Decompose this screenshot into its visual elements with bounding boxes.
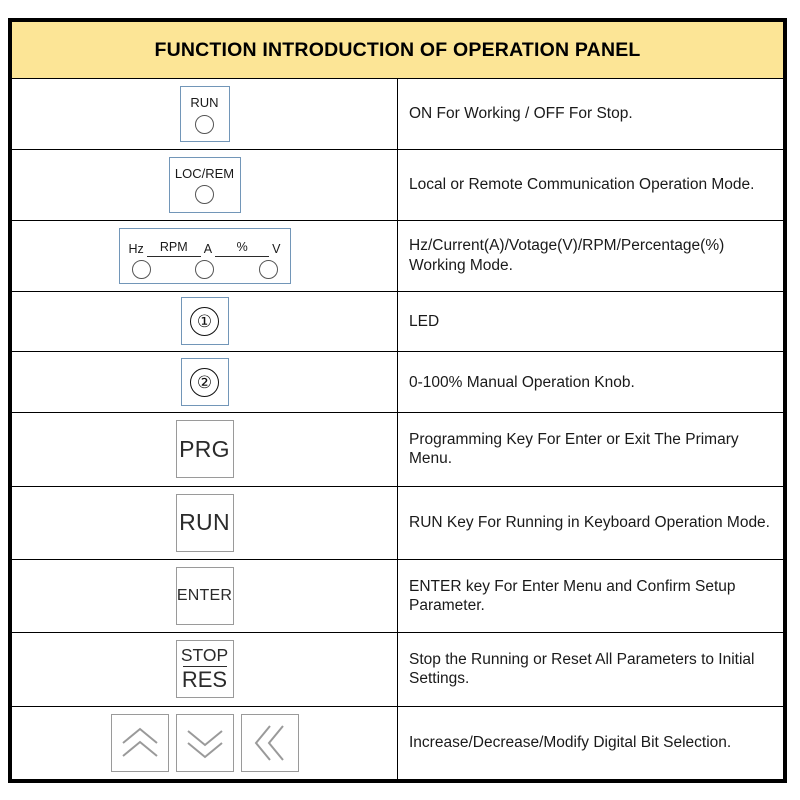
table-row: ② 0-100% Manual Operation Knob. — [11, 351, 784, 414]
description-cell: Local or Remote Communication Operation … — [397, 148, 784, 221]
description-cell: Hz/Current(A)/Votage(V)/RPM/Percentage(%… — [397, 219, 784, 292]
chevron-double-up-icon[interactable] — [110, 713, 169, 772]
led-circle-icon — [131, 259, 151, 279]
callout-1-icon[interactable]: ① — [180, 297, 229, 346]
table-header-row: FUNCTION INTRODUCTION OF OPERATION PANEL — [11, 21, 784, 79]
table-title-cell: FUNCTION INTRODUCTION OF OPERATION PANEL — [11, 21, 784, 79]
description-text: Programming Key For Enter or Exit The Pr… — [409, 431, 739, 468]
description-text: ON For Working / OFF For Stop. — [409, 105, 633, 123]
icon-cell-prg-key: PRG — [11, 412, 398, 487]
segment-rule — [146, 255, 201, 257]
description-cell: ENTER key For Enter Menu and Confirm Set… — [397, 558, 784, 634]
icon-cell-enter-key: ENTER — [11, 558, 398, 634]
table-row: Increase/Decrease/Modify Digital Bit Sel… — [11, 705, 784, 781]
table-row: RUN RUN Key For Running in Keyboard Oper… — [11, 485, 784, 560]
led-circle-icon — [195, 114, 214, 134]
run-key-icon[interactable]: RUN — [175, 493, 234, 552]
led-circle-icon — [195, 259, 214, 279]
caption-rpm: RPM — [159, 240, 188, 255]
page-title: FUNCTION INTRODUCTION OF OPERATION PANEL — [154, 38, 641, 61]
unit-label-hz: Hz — [128, 242, 144, 257]
table-row: ENTER ENTER key For Enter Menu and Confi… — [11, 558, 784, 634]
stop-reset-divider — [182, 666, 227, 668]
unit-mode-indicator-icon[interactable]: Hz RPM A % V — [118, 227, 291, 284]
loc-rem-indicator-label: LOC/REM — [174, 166, 235, 182]
description-cell: Stop the Running or Reset All Parameters… — [397, 632, 784, 707]
run-indicator-label: RUN — [190, 94, 219, 110]
icon-cell-navigation-keys — [11, 705, 398, 781]
description-text: Increase/Decrease/Modify Digital Bit Sel… — [409, 734, 732, 752]
description-text: Hz/Current(A)/Votage(V)/RPM/Percentage(%… — [409, 237, 725, 274]
description-cell: RUN Key For Running in Keyboard Operatio… — [397, 485, 784, 560]
segment-rule — [215, 255, 270, 257]
icon-cell-callout-1: ① — [11, 290, 398, 353]
table-row: PRG Programming Key For Enter or Exit Th… — [11, 412, 784, 487]
prg-key-icon[interactable]: PRG — [175, 420, 234, 479]
description-cell: ON For Working / OFF For Stop. — [397, 78, 784, 150]
description-text: ENTER key For Enter Menu and Confirm Set… — [409, 577, 736, 615]
description-text: Local or Remote Communication Operation … — [409, 176, 755, 194]
panel-table: FUNCTION INTRODUCTION OF OPERATION PANEL… — [11, 21, 784, 781]
description-text: Stop the Running or Reset All Parameters… — [409, 651, 755, 688]
icon-cell-callout-2: ② — [11, 351, 398, 414]
stop-reset-key-icon[interactable]: STOP RES — [175, 640, 234, 699]
chevron-double-down-icon[interactable] — [175, 713, 234, 772]
loc-rem-indicator-icon[interactable]: LOC/REM — [168, 156, 241, 213]
icon-cell-loc-rem-indicator: LOC/REM — [11, 148, 398, 221]
led-circle-icon — [195, 185, 214, 205]
led-circle-icon — [258, 259, 278, 279]
enter-key-icon[interactable]: ENTER — [175, 567, 234, 626]
description-text: 0-100% Manual Operation Knob. — [409, 373, 635, 391]
description-cell: LED — [397, 290, 784, 353]
callout-2-icon[interactable]: ② — [180, 358, 229, 407]
description-cell: Increase/Decrease/Modify Digital Bit Sel… — [397, 705, 784, 781]
mode-segment-rpm: RPM — [144, 240, 204, 257]
callout-1-label: ① — [190, 306, 219, 336]
prg-key-label: PRG — [179, 435, 230, 462]
unit-label-v: V — [272, 242, 281, 257]
table-row: Hz RPM A % V — [11, 219, 784, 292]
description-cell: 0-100% Manual Operation Knob. — [397, 351, 784, 414]
icon-cell-unit-mode-indicator: Hz RPM A % V — [11, 219, 398, 292]
table-row: ① LED — [11, 290, 784, 353]
chevron-double-left-icon[interactable] — [240, 713, 299, 772]
run-indicator-icon[interactable]: RUN — [179, 85, 230, 142]
enter-key-label: ENTER — [176, 587, 233, 605]
operation-panel-table: FUNCTION INTRODUCTION OF OPERATION PANEL… — [8, 18, 787, 783]
icon-cell-run-indicator: RUN — [11, 78, 398, 150]
table-row: STOP RES Stop the Running or Reset All P… — [11, 632, 784, 707]
caption-percent: % — [236, 240, 248, 255]
stop-key-label: STOP — [180, 644, 229, 665]
description-text: RUN Key For Running in Keyboard Operatio… — [409, 514, 770, 532]
callout-2-label: ② — [190, 367, 219, 397]
table-row: RUN ON For Working / OFF For Stop. — [11, 78, 784, 150]
icon-cell-run-key: RUN — [11, 485, 398, 560]
icon-cell-stop-reset-key: STOP RES — [11, 632, 398, 707]
table-row: LOC/REM Local or Remote Communication Op… — [11, 148, 784, 221]
description-text: LED — [409, 312, 440, 330]
description-cell: Programming Key For Enter or Exit The Pr… — [397, 412, 784, 487]
run-key-label: RUN — [179, 509, 230, 536]
mode-segment-percent: % — [212, 240, 272, 257]
unit-label-a: A — [203, 242, 213, 257]
reset-key-label: RES — [181, 667, 228, 693]
